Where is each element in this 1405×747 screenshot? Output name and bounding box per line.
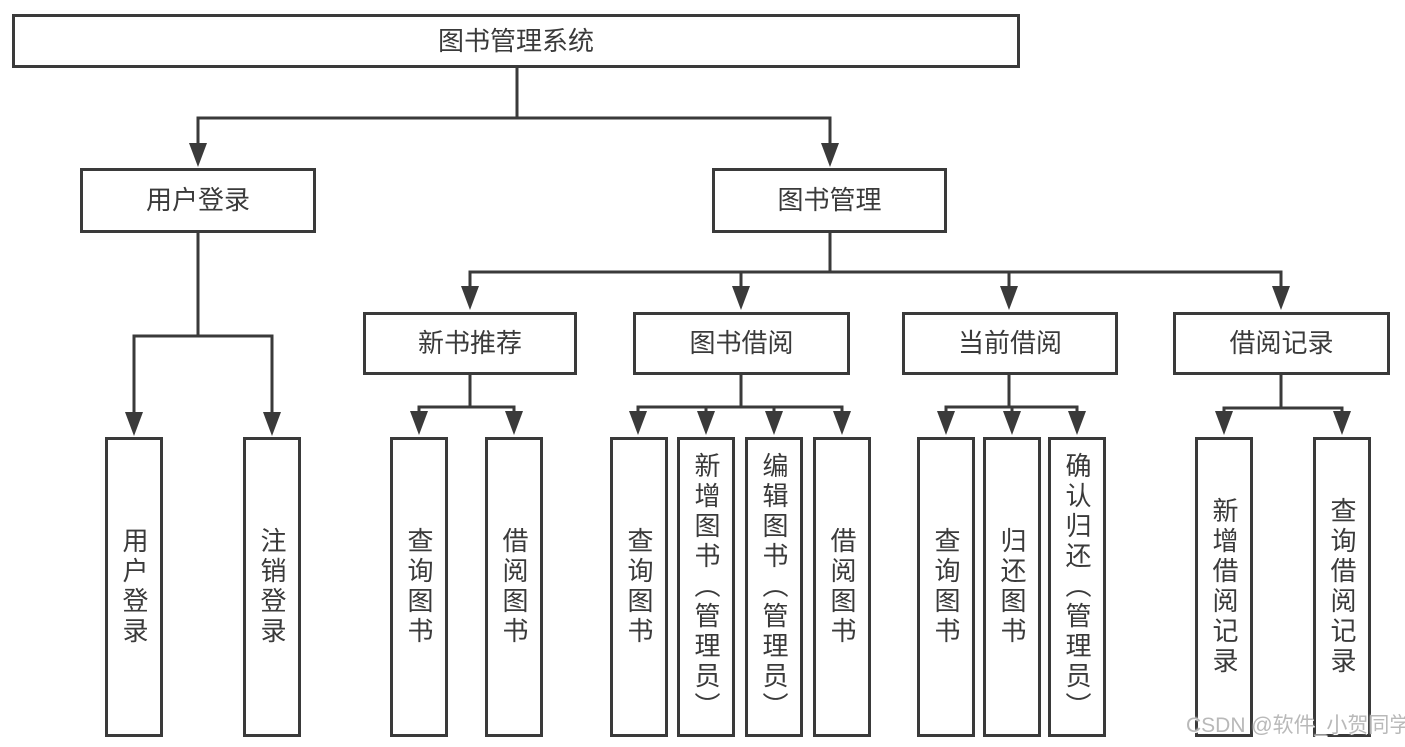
node-new-book-recommendation: 新书推荐 [363, 312, 577, 375]
arrow-down-icon [505, 411, 523, 435]
node-label: 借阅图书 [827, 527, 857, 647]
node-label: 查询图书 [624, 527, 654, 647]
node-label: 查询图书 [931, 527, 961, 647]
node-label: 借阅图书 [499, 527, 529, 647]
arrow-down-icon [833, 411, 851, 435]
node-label: 借阅记录 [1229, 328, 1334, 359]
node-leaf-user-login-action: 用户登录 [105, 437, 163, 737]
connector-records-branch [1222, 373, 1344, 416]
arrowheads [125, 143, 1351, 436]
node-root-system: 图书管理系统 [12, 14, 1020, 68]
arrow-down-icon [461, 286, 479, 310]
node-leaf-query-borrow-record: 查询借阅记录 [1313, 437, 1371, 737]
watermark-text: CSDN @软件_小贺同学 [1186, 714, 1405, 737]
node-leaf-borrow-books-1: 借阅图书 [485, 437, 543, 737]
arrow-down-icon [1068, 411, 1086, 435]
arrow-down-icon [629, 411, 647, 435]
node-label: 注销登录 [257, 527, 287, 647]
node-label: 查询借阅记录 [1327, 497, 1357, 677]
arrow-down-icon [732, 286, 750, 310]
node-current-borrowing: 当前借阅 [902, 312, 1118, 375]
node-leaf-query-books-3: 查询图书 [917, 437, 975, 737]
node-label: 确认归还（管理员） [1062, 452, 1092, 722]
node-leaf-query-books-2: 查询图书 [610, 437, 668, 737]
connector-newbook-branch [417, 373, 516, 416]
arrow-down-icon [125, 412, 143, 436]
node-leaf-logout: 注销登录 [243, 437, 301, 737]
connector-borrow-branch [636, 373, 844, 416]
node-label: 新增图书（管理员） [691, 452, 721, 722]
node-leaf-add-books-admin: 新增图书（管理员） [677, 437, 735, 737]
arrow-down-icon [1215, 411, 1233, 435]
node-label: 新增借阅记录 [1209, 497, 1239, 677]
arrow-down-icon [1000, 286, 1018, 310]
node-label: 图书管理 [777, 185, 882, 216]
connector-current-branch [944, 373, 1079, 416]
node-leaf-return-books: 归还图书 [983, 437, 1041, 737]
arrow-down-icon [263, 412, 281, 436]
arrow-down-icon [189, 143, 207, 167]
node-leaf-add-borrow-record: 新增借阅记录 [1195, 437, 1253, 737]
node-leaf-edit-books-admin: 编辑图书（管理员） [745, 437, 803, 737]
arrow-down-icon [697, 411, 715, 435]
arrow-down-icon [1272, 286, 1290, 310]
node-leaf-borrow-books-2: 借阅图书 [813, 437, 871, 737]
arrow-down-icon [1333, 411, 1351, 435]
node-label: 用户登录 [119, 527, 149, 647]
node-label: 图书管理系统 [437, 25, 594, 56]
connector-login-branch [132, 231, 274, 415]
arrow-down-icon [1003, 411, 1021, 435]
node-label: 当前借阅 [957, 328, 1062, 359]
connector-management-to-level3 [468, 231, 1283, 290]
arrow-down-icon [410, 411, 428, 435]
node-leaf-query-books-1: 查询图书 [390, 437, 448, 737]
node-label: 用户登录 [145, 185, 250, 216]
arrow-down-icon [937, 411, 955, 435]
node-label: 新书推荐 [417, 328, 522, 359]
node-borrowing-records: 借阅记录 [1173, 312, 1390, 375]
node-book-management: 图书管理 [712, 168, 947, 233]
node-label: 编辑图书（管理员） [759, 452, 789, 722]
connector-root-to-level2 [196, 66, 832, 147]
arrow-down-icon [821, 143, 839, 167]
node-label: 归还图书 [997, 527, 1027, 647]
node-book-borrowing: 图书借阅 [633, 312, 850, 375]
node-leaf-confirm-return-admin: 确认归还（管理员） [1048, 437, 1106, 737]
node-label: 查询图书 [404, 527, 434, 647]
node-label: 图书借阅 [689, 328, 794, 359]
arrow-down-icon [765, 411, 783, 435]
node-user-login: 用户登录 [80, 168, 316, 233]
